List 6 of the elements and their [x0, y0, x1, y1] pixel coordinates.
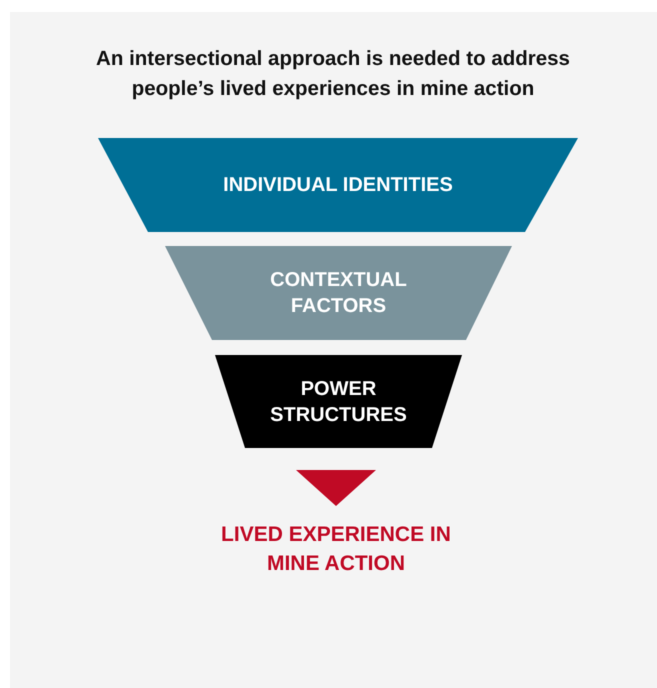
segment-label: INDIVIDUAL IDENTITIES	[223, 173, 453, 198]
outcome-label: LIVED EXPERIENCE IN MINE ACTION	[220, 522, 452, 577]
diagram-title: An intersectional approach is needed to address people’s lived experiences in mine action	[95, 46, 571, 102]
segment-label: POWER STRUCTURES	[269, 376, 408, 428]
down-arrow	[296, 470, 376, 506]
segment-label: CONTEXTUAL FACTORS	[269, 268, 408, 319]
